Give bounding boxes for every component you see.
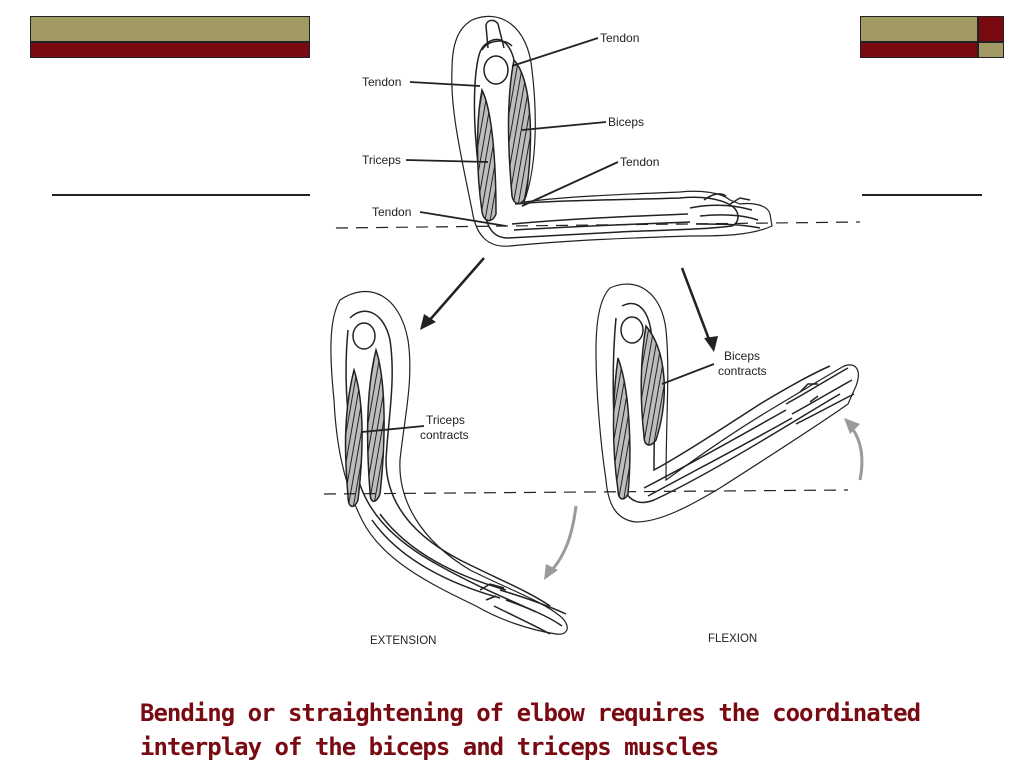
header-square-maroon	[978, 16, 1004, 42]
label-extension: EXTENSION	[370, 635, 436, 647]
label-tendon-top: Tendon	[600, 31, 639, 45]
caption-line-1: Bending or straightening of elbow requir…	[140, 699, 921, 727]
label-flexion: FLEXION	[708, 633, 757, 645]
label-biceps-contracts-1: Biceps	[724, 349, 760, 363]
header-bar-left-olive	[30, 16, 310, 42]
slide-caption: Bending or straightening of elbow requir…	[140, 696, 1000, 764]
header-bar-right-olive	[860, 16, 978, 42]
title-rule-left	[52, 194, 310, 196]
top-arm-illustration	[451, 15, 773, 247]
flexion-motion-arrow	[844, 418, 864, 481]
title-rule-right	[862, 194, 982, 196]
label-triceps: Triceps	[362, 153, 401, 167]
header-square-olive	[978, 42, 1004, 58]
extension-arm-illustration	[330, 290, 568, 635]
label-biceps: Biceps	[608, 115, 644, 129]
label-biceps-contracts-2: contracts	[718, 364, 767, 378]
header-bar-left-maroon	[30, 42, 310, 58]
caption-line-2: interplay of the biceps and triceps musc…	[140, 733, 719, 761]
label-triceps-contracts-1: Triceps	[426, 413, 465, 427]
arrow-to-flexion	[680, 267, 718, 352]
label-tendon-elbow: Tendon	[372, 205, 411, 219]
arrow-to-extension	[420, 257, 485, 330]
flexion-arm-illustration	[595, 283, 859, 523]
label-triceps-contracts-2: contracts	[420, 428, 469, 442]
extension-motion-arrow	[544, 505, 578, 580]
label-tendon-lower: Tendon	[620, 155, 659, 169]
header-bar-right-maroon	[860, 42, 978, 58]
elbow-muscle-diagram: Tendon Tendon Biceps Triceps Tendon Tend…	[323, 15, 864, 647]
label-tendon-left: Tendon	[362, 75, 401, 89]
